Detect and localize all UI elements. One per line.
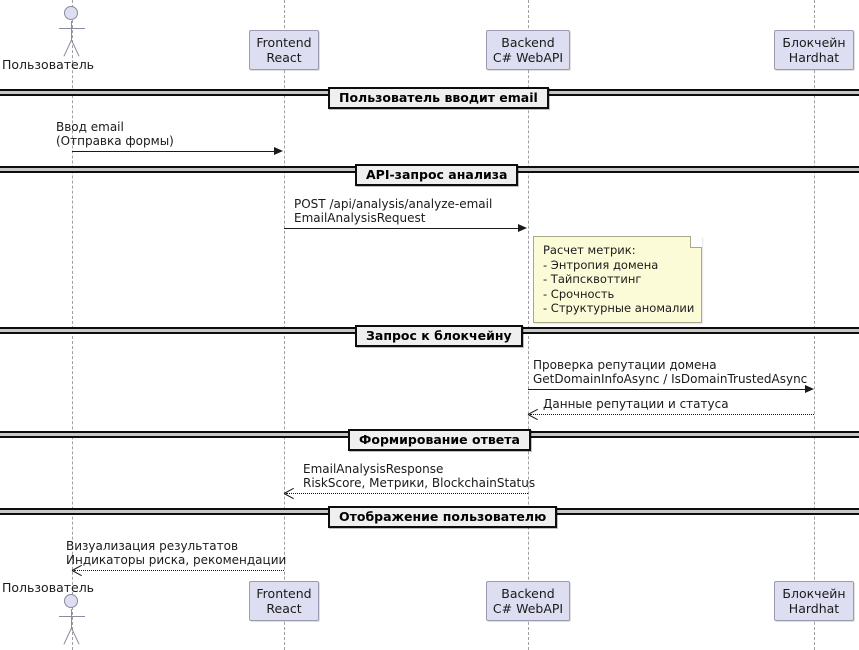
message-3-label-line1: Проверка репутации домена — [533, 358, 717, 372]
participant-blockchain-top[interactable]: Блокчейн Hardhat — [774, 30, 854, 70]
message-2-label-line1: POST /api/analysis/analyze-email — [294, 197, 493, 211]
participant-frontend-line1: Frontend — [256, 586, 312, 601]
message-1-arrowhead — [274, 147, 283, 155]
message-5-label-line1: EmailAnalysisResponse — [303, 462, 444, 476]
actor-user-bottom — [52, 594, 92, 646]
actor-label-user-top: Пользователь — [2, 57, 95, 72]
participant-backend-line1: Backend — [501, 35, 555, 50]
lifeline-backend — [528, 0, 529, 650]
divider-label-2: API-запрос анализа — [355, 164, 519, 186]
actor-leg-left-icon — [63, 39, 72, 57]
note-line-2: - Энтропия домена — [543, 257, 659, 272]
participant-frontend-line1: Frontend — [256, 35, 312, 50]
actor-arms-icon — [59, 616, 85, 617]
divider-label-5: Отображение пользователю — [328, 506, 558, 528]
message-2-label-line2: EmailAnalysisRequest — [294, 211, 426, 225]
message-6-label-line1: Визуализация результатов — [66, 539, 239, 553]
participant-backend-line2: C# WebAPI — [492, 50, 564, 65]
participant-frontend-line2: React — [266, 50, 302, 65]
actor-head-icon — [64, 594, 78, 608]
participant-blockchain-bottom[interactable]: Блокчейн Hardhat — [774, 581, 854, 621]
message-5-label-line2: RiskScore, Метрики, BlockchainStatus — [303, 476, 536, 490]
message-6-label-line2: Индикаторы риска, рекомендации — [66, 553, 287, 567]
divider-label-1: Пользователь вводит email — [328, 87, 549, 109]
message-3-arrowhead — [805, 385, 814, 393]
participant-backend-bottom[interactable]: Backend C# WebAPI — [486, 581, 570, 621]
message-3-line — [528, 389, 805, 390]
lifeline-blockchain — [814, 0, 815, 650]
actor-body-icon — [71, 21, 72, 41]
lifeline-user — [72, 0, 73, 650]
note-line-1: Расчет метрик: — [543, 243, 636, 257]
message-1-line — [72, 151, 274, 152]
message-6-arrowhead — [72, 565, 82, 575]
participant-blockchain-line2: Hardhat — [788, 50, 840, 65]
message-2-arrowhead — [518, 224, 527, 232]
divider-label-3: Запрос к блокчейну — [355, 325, 523, 347]
actor-arms-icon — [59, 28, 85, 29]
participant-frontend-bottom[interactable]: Frontend React — [249, 581, 319, 621]
actor-head-icon — [64, 6, 78, 20]
message-2-line — [284, 228, 518, 229]
message-4-label-line1: Данные репутации и статуса — [543, 397, 729, 411]
note-line-5: - Структурные аномалии — [543, 301, 695, 315]
actor-leg-right-icon — [71, 39, 80, 57]
participant-blockchain-line2: Hardhat — [788, 601, 840, 616]
actor-leg-left-icon — [63, 627, 72, 645]
participant-frontend-line2: React — [266, 601, 302, 616]
participant-backend-line2: C# WebAPI — [492, 601, 564, 616]
note-metrics: Расчет метрик: - Энтропия домена - Тайпс… — [533, 236, 702, 323]
participant-blockchain-line1: Блокчейн — [782, 35, 846, 50]
actor-leg-right-icon — [71, 627, 80, 645]
message-6-line — [74, 570, 284, 571]
actor-label-user-bottom: Пользователь — [2, 580, 95, 595]
participant-frontend-top[interactable]: Frontend React — [249, 30, 319, 70]
note-fold-corner-icon — [690, 236, 702, 248]
participant-backend-line1: Backend — [501, 586, 555, 601]
message-4-arrowhead — [528, 409, 538, 419]
message-1-label-line2: (Отправка формы) — [56, 134, 174, 148]
message-5-arrowhead — [284, 488, 294, 498]
message-5-line — [286, 493, 528, 494]
actor-body-icon — [71, 609, 72, 629]
divider-label-4: Формирование ответа — [348, 429, 531, 451]
lifeline-frontend — [284, 0, 285, 650]
message-3-label-line2: GetDomainInfoAsync / IsDomainTrustedAsyn… — [533, 372, 808, 386]
note-line-4: - Срочность — [543, 286, 615, 301]
participant-backend-top[interactable]: Backend C# WebAPI — [486, 30, 570, 70]
participant-blockchain-line1: Блокчейн — [782, 586, 846, 601]
actor-user-top — [52, 6, 92, 58]
message-1-label-line1: Ввод email — [56, 120, 124, 134]
note-line-3: - Тайпсквоттинг — [543, 272, 642, 286]
message-4-line — [530, 414, 814, 415]
